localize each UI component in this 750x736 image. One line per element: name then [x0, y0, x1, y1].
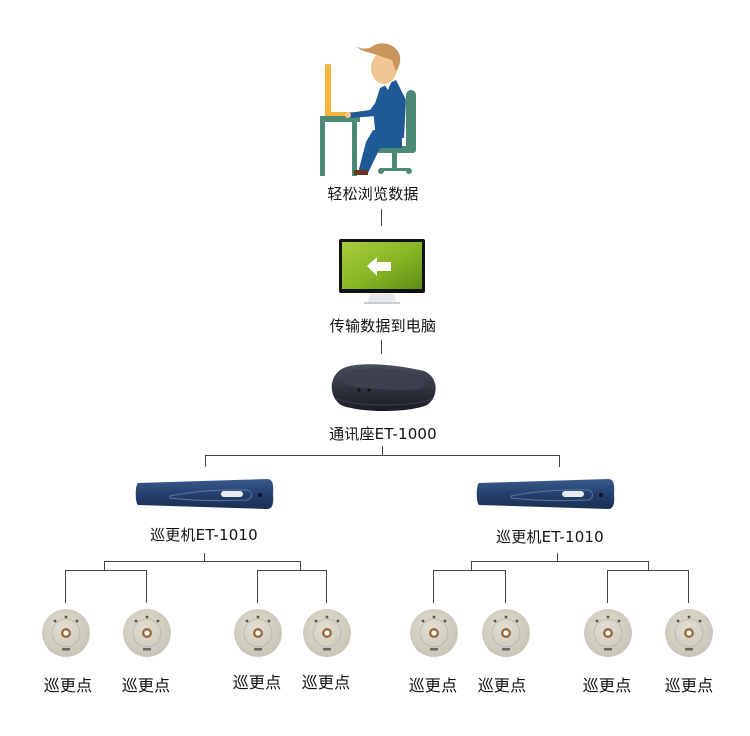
checkpoint-label: 巡更点	[477, 676, 527, 695]
connector-reader-2-right	[648, 561, 649, 570]
checkpoint-button-icon	[583, 608, 633, 658]
connector-reader-2-stem	[557, 553, 558, 562]
checkpoint-button-icon	[122, 608, 172, 658]
checkpoint-button-icon	[233, 608, 283, 658]
connector-reader-2-left	[471, 561, 472, 570]
patrol-reader-icon	[476, 477, 616, 511]
checkpoint-label: 巡更点	[664, 676, 714, 695]
connector-cp-8	[688, 570, 689, 603]
connector-cp-2	[146, 570, 147, 603]
connector-group-1-bar	[65, 570, 147, 571]
person-at-computer-icon	[318, 38, 428, 178]
checkpoint-button-icon	[41, 608, 91, 658]
checkpoint-label: 巡更点	[301, 673, 351, 692]
connector-base-reader-1	[205, 455, 206, 467]
checkpoint-label: 巡更点	[582, 676, 632, 695]
reader-1-label: 巡更机ET-1010	[150, 526, 258, 544]
base-label: 通讯座ET-1000	[329, 425, 437, 443]
patrol-reader-icon	[135, 477, 275, 511]
connector-reader-1-right	[300, 561, 301, 570]
connector-group-2-bar	[257, 570, 327, 571]
checkpoint-label: 巡更点	[232, 673, 282, 692]
connector-reader-1-stem	[204, 553, 205, 562]
connector-base-reader-2	[559, 455, 560, 467]
connector-reader-1-bar	[104, 561, 301, 562]
connector-reader-2-bar	[471, 561, 649, 562]
connector-cp-1	[65, 570, 66, 603]
connector-base-bar	[205, 455, 560, 456]
monitor-arrow-icon	[339, 239, 425, 307]
connector-cp-7	[607, 570, 608, 603]
computer-label: 传输数据到电脑	[329, 317, 437, 335]
checkpoint-label: 巡更点	[43, 676, 93, 695]
checkpoint-button-icon	[409, 608, 459, 658]
connector-group-4-bar	[607, 570, 689, 571]
checkpoint-button-icon	[302, 608, 352, 658]
connector-base-stem	[382, 446, 383, 455]
connector-cp-5	[433, 570, 434, 603]
connector-group-3-bar	[433, 570, 506, 571]
communication-dock-icon	[329, 361, 439, 413]
checkpoint-button-icon	[481, 608, 531, 658]
connector-computer-base	[381, 340, 382, 354]
connector-cp-4	[326, 570, 327, 603]
checkpoint-label: 巡更点	[121, 676, 171, 695]
checkpoint-label: 巡更点	[408, 676, 458, 695]
checkpoint-button-icon	[664, 608, 714, 658]
connector-reader-1-left	[104, 561, 105, 570]
connector-cp-6	[505, 570, 506, 603]
reader-2-label: 巡更机ET-1010	[496, 528, 604, 546]
user-label: 轻松浏览数据	[327, 185, 419, 203]
connector-user-computer	[381, 209, 382, 226]
connector-cp-3	[257, 570, 258, 603]
